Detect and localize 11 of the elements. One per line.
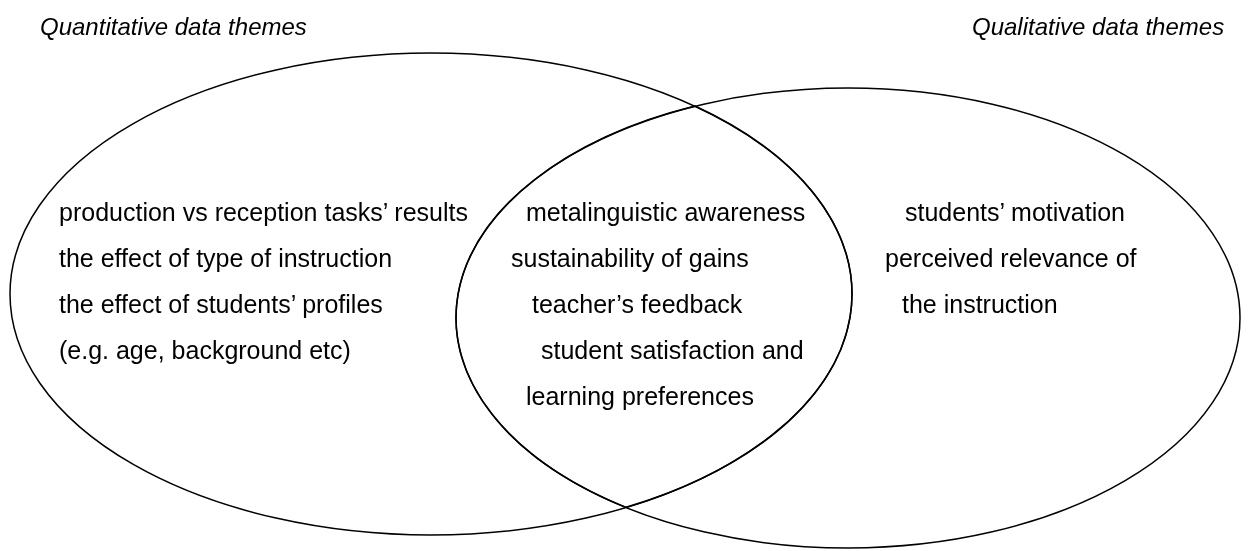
- theme-label: students’ motivation: [905, 197, 1126, 228]
- theme-label: perceived relevance of the instruction: [885, 243, 1138, 320]
- theme-label: student satisfaction and learning preferences: [526, 335, 805, 412]
- theme-label: the effect of students’ profiles (e.g. age, background etc): [59, 289, 384, 366]
- theme-label: metalinguistic awareness: [526, 197, 806, 228]
- group-heading: Qualitative data themes: [972, 12, 1225, 42]
- group-heading: Quantitative data themes: [40, 12, 307, 42]
- theme-label: the effect of type of instruction: [59, 243, 393, 274]
- theme-label: production vs reception tasks’ results: [59, 197, 468, 228]
- theme-label: sustainability of gains: [511, 243, 749, 274]
- theme-label: teacher’s feedback: [532, 289, 743, 320]
